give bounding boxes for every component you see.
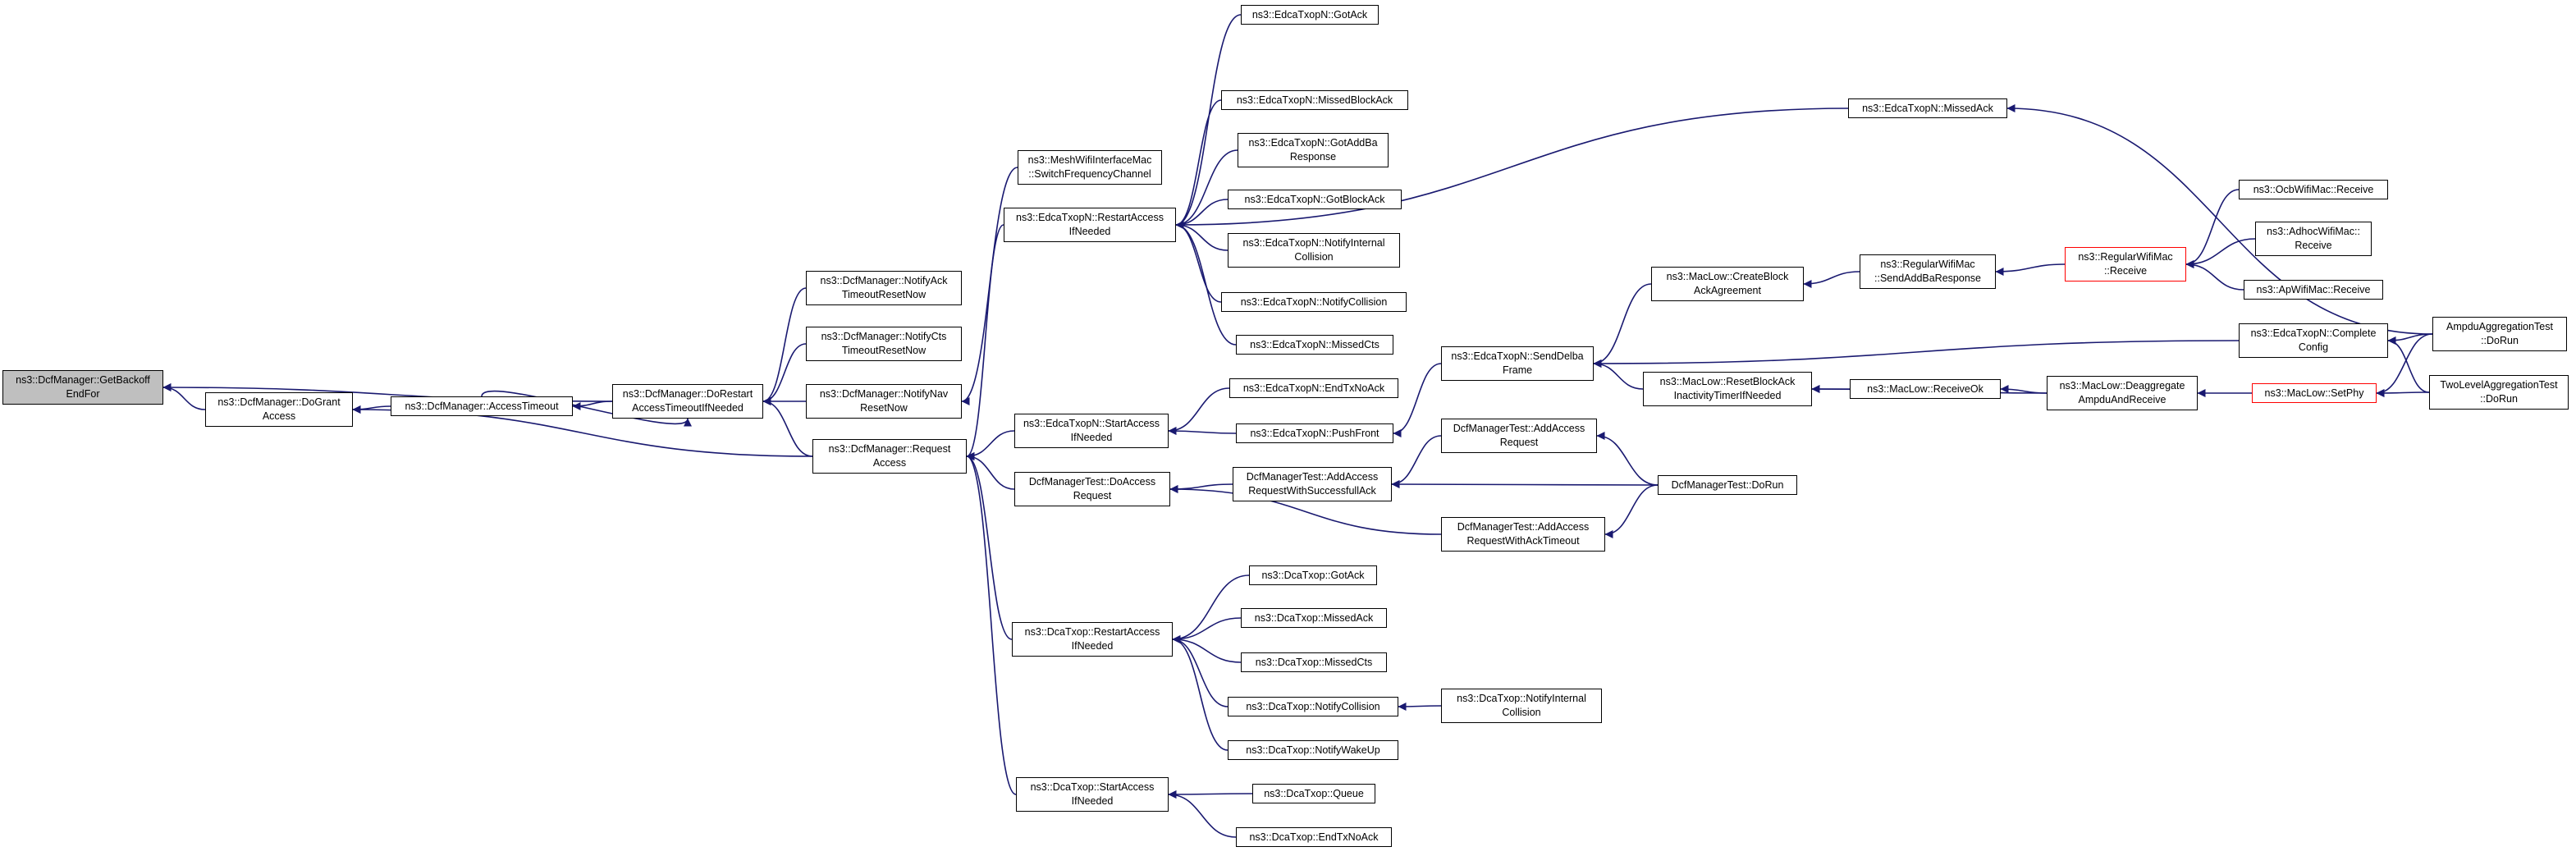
node-ocbwifimac-receive[interactable]: ns3::OcbWifiMac::Receive	[2239, 180, 2388, 199]
node-apwifimac-receive[interactable]: ns3::ApWifiMac::Receive	[2244, 280, 2383, 300]
node-edcatxopn-gotaddbaresponse[interactable]: ns3::EdcaTxopN::GotAddBa Response	[1238, 133, 1389, 167]
call-edge	[2006, 104, 2433, 335]
call-edge	[1593, 359, 1644, 390]
call-edge	[1172, 574, 1250, 643]
node-edcatxopn-missedcts[interactable]: ns3::EdcaTxopN::MissedCts	[1236, 335, 1393, 355]
call-edge	[1172, 635, 1229, 751]
node-dcfmanager-notifyctstimeoutresetnow[interactable]: ns3::DcfManager::NotifyCts TimeoutResetN…	[806, 327, 962, 361]
call-edge	[966, 452, 1017, 795]
edge-layer	[162, 14, 2433, 838]
node-edcatxopn-gotack[interactable]: ns3::EdcaTxopN::GotAck	[1241, 5, 1379, 25]
node-dcatxop-restartaccessifneeded[interactable]: ns3::DcaTxop::RestartAccess IfNeeded	[1012, 622, 1173, 657]
call-edge	[481, 390, 692, 427]
node-dcatxop-missedcts[interactable]: ns3::DcaTxop::MissedCts	[1241, 652, 1387, 672]
call-edge	[2185, 260, 2244, 291]
call-edge	[1172, 617, 1242, 643]
call-edge	[2387, 336, 2430, 393]
call-edge	[762, 397, 813, 457]
call-edge	[1393, 363, 1442, 437]
call-edge	[1995, 263, 2066, 276]
node-dcatxop-notifywakeup[interactable]: ns3::DcaTxop::NotifyWakeUp	[1228, 740, 1398, 760]
call-edge	[1593, 340, 2240, 368]
node-dcatxop-notifyinternalcollision[interactable]: ns3::DcaTxop::NotifyInternal Collision	[1441, 689, 1602, 723]
call-edge	[1803, 271, 1860, 288]
call-edge	[2000, 385, 2048, 394]
node-dcfmanager-dograntaccess[interactable]: ns3::DcfManager::DoGrant Access	[205, 392, 353, 427]
node-dcatxop-endtxnoack[interactable]: ns3::DcaTxop::EndTxNoAck	[1236, 827, 1392, 847]
node-edcatxopn-endtxnoack[interactable]: ns3::EdcaTxopN::EndTxNoAck	[1229, 378, 1398, 398]
node-maclow-deaggregateampduandreceive[interactable]: ns3::MacLow::Deaggregate AmpduAndReceive	[2047, 376, 2198, 410]
call-edge	[1168, 790, 1237, 838]
call-edge	[162, 383, 206, 410]
node-edcatxopn-notifyinternalcollision[interactable]: ns3::EdcaTxopN::NotifyInternal Collision	[1228, 233, 1400, 268]
call-edge	[1391, 435, 1442, 488]
call-edge	[1169, 485, 1442, 535]
call-edge	[2376, 388, 2430, 397]
call-edge	[1172, 635, 1242, 663]
node-edcatxopn-notifycollision[interactable]: ns3::EdcaTxopN::NotifyCollision	[1221, 292, 1407, 312]
call-edge	[1391, 480, 1659, 489]
node-dcfmanagertest-addaccessrequest[interactable]: DcfManagerTest::AddAccess Request	[1441, 419, 1597, 453]
node-maclow-resetblockackinactivitytimerifneeded[interactable]: ns3::MacLow::ResetBlockAck InactivityTim…	[1643, 372, 1812, 406]
node-dcfmanager-requestaccess[interactable]: ns3::DcfManager::Request Access	[812, 439, 967, 474]
node-dcfmanager-getbackoffendfor: ns3::DcfManager::GetBackoff EndFor	[2, 370, 163, 405]
call-edge	[966, 452, 1015, 490]
node-dcatxop-queue[interactable]: ns3::DcaTxop::Queue	[1252, 784, 1375, 803]
node-dcfmanager-notifynavresetnow[interactable]: ns3::DcfManager::NotifyNav ResetNow	[806, 384, 962, 419]
call-edge	[966, 452, 1013, 640]
node-dcfmanager-dorestartaccesstimeoutifneeded[interactable]: ns3::DcfManager::DoRestart AccessTimeout…	[612, 384, 763, 419]
call-edge	[1168, 427, 1237, 436]
call-edge	[1168, 387, 1230, 435]
node-edcatxopn-missedblockack[interactable]: ns3::EdcaTxopN::MissedBlockAck	[1221, 90, 1408, 110]
node-maclow-setphy[interactable]: ns3::MacLow::SetPhy	[2252, 383, 2377, 403]
node-dcfmanager-accesstimeout[interactable]: ns3::DcfManager::AccessTimeout	[391, 396, 573, 416]
node-regularwifimac-sendaddbaresponse[interactable]: ns3::RegularWifiMac ::SendAddBaResponse	[1860, 254, 1996, 289]
node-maclow-receiveok[interactable]: ns3::MacLow::ReceiveOk	[1850, 379, 2001, 399]
call-edge	[762, 343, 807, 405]
node-ampduaggregationtest-dorun[interactable]: AmpduAggregationTest ::DoRun	[2432, 317, 2567, 351]
call-edge	[1175, 221, 1237, 346]
node-dcatxop-gotack[interactable]: ns3::DcaTxop::GotAck	[1249, 565, 1377, 585]
call-edge	[762, 287, 807, 405]
call-edge	[1175, 149, 1238, 229]
node-edcatxopn-gotblockack[interactable]: ns3::EdcaTxopN::GotBlockAck	[1228, 190, 1402, 209]
call-edge	[1398, 702, 1442, 711]
node-edcatxopn-completeconfig[interactable]: ns3::EdcaTxopN::Complete Config	[2239, 323, 2388, 358]
call-edge	[2185, 189, 2240, 268]
node-meshwifiinterfacemac-switchfrequencychannel[interactable]: ns3::MeshWifiInterfaceMac ::SwitchFreque…	[1018, 150, 1162, 185]
call-edge	[2376, 333, 2433, 397]
call-edge	[1175, 108, 1849, 229]
node-maclow-createblockackagreement[interactable]: ns3::MacLow::CreateBlock AckAgreement	[1651, 267, 1804, 301]
node-twolevelaggregationtest-dorun[interactable]: TwoLevelAggregationTest ::DoRun	[2429, 375, 2569, 410]
node-dcfmanagertest-addaccessrequestwithacktimeout[interactable]: DcfManagerTest::AddAccess RequestWithAck…	[1441, 517, 1605, 552]
call-edge	[1175, 99, 1222, 229]
call-edge	[1172, 635, 1229, 707]
node-edcatxopn-startaccessifneeded[interactable]: ns3::EdcaTxopN::StartAccess IfNeeded	[1014, 414, 1169, 448]
call-edge	[1596, 432, 1659, 486]
call-edge	[1593, 283, 1652, 368]
call-edge	[2185, 238, 2256, 268]
node-edcatxopn-pushfront[interactable]: ns3::EdcaTxopN::PushFront	[1236, 423, 1393, 443]
call-edge	[966, 224, 1004, 460]
node-dcatxop-missedack[interactable]: ns3::DcaTxop::MissedAck	[1241, 608, 1387, 628]
node-dcfmanager-notifyacktimeoutresetnow[interactable]: ns3::DcfManager::NotifyAck TimeoutResetN…	[806, 271, 962, 305]
node-dcatxop-notifycollision[interactable]: ns3::DcaTxop::NotifyCollision	[1228, 697, 1398, 716]
node-edcatxopn-missedack[interactable]: ns3::EdcaTxopN::MissedAck	[1848, 98, 2007, 118]
call-edge	[1169, 483, 1233, 493]
node-dcfmanagertest-dorun[interactable]: DcfManagerTest::DoRun	[1658, 475, 1797, 495]
node-regularwifimac-receive[interactable]: ns3::RegularWifiMac ::Receive	[2065, 247, 2186, 282]
node-edcatxopn-senddelbaframe[interactable]: ns3::EdcaTxopN::SendDelba Frame	[1441, 346, 1594, 381]
node-dcfmanagertest-doaccessrequest[interactable]: DcfManagerTest::DoAccess Request	[1014, 472, 1170, 506]
call-edge	[1175, 14, 1242, 229]
node-dcatxop-startaccessifneeded[interactable]: ns3::DcaTxop::StartAccess IfNeeded	[1016, 777, 1169, 812]
call-edge	[1604, 484, 1659, 538]
node-dcfmanagertest-addaccessrequestwithsuccessfullack[interactable]: DcfManagerTest::AddAccess RequestWithSuc…	[1233, 467, 1392, 501]
node-edcatxopn-restartaccessifneeded[interactable]: ns3::EdcaTxopN::RestartAccess IfNeeded	[1004, 208, 1176, 242]
node-adhocwifimac-receive[interactable]: ns3::AdhocWifiMac:: Receive	[2255, 222, 2372, 256]
call-edge	[1175, 221, 1222, 303]
